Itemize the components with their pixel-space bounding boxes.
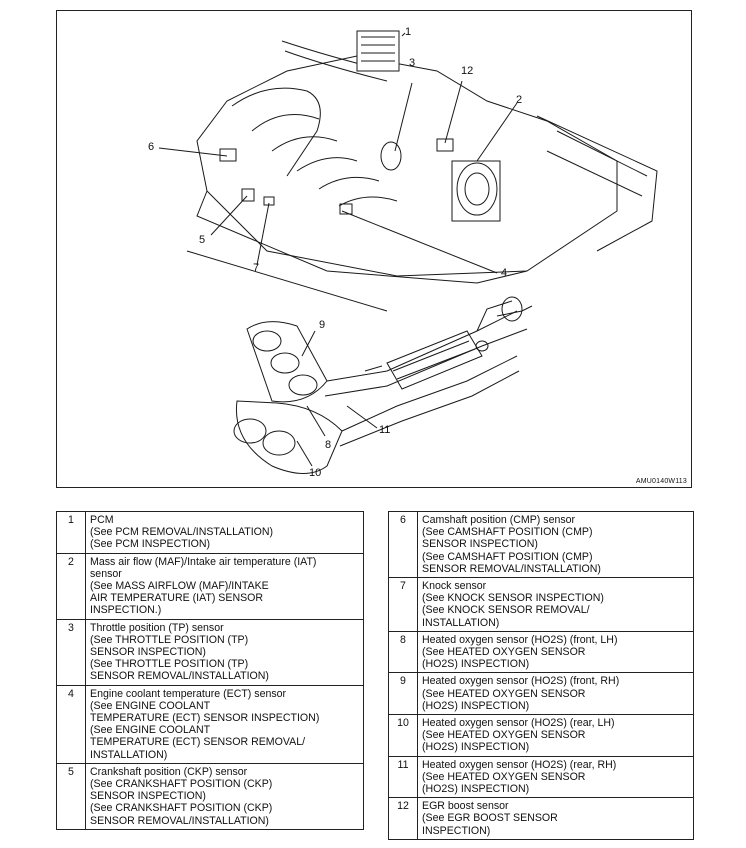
item-description: Mass air flow (MAF)/Intake air temperatu… xyxy=(85,552,364,620)
item-description: Knock sensor (See KNOCK SENSOR INSPECTIO… xyxy=(417,577,694,632)
callout-11: 11 xyxy=(379,424,391,436)
callout-1: 1 xyxy=(405,26,412,38)
legend-row: 7 Knock sensor (See KNOCK SENSOR INSPECT… xyxy=(388,577,694,632)
callout-12: 12 xyxy=(461,65,474,77)
item-number: 1 xyxy=(56,511,86,554)
callout-2: 2 xyxy=(516,94,523,106)
legend-row: 2 Mass air flow (MAF)/Intake air tempera… xyxy=(56,552,364,620)
legend-row: 6 Camshaft position (CMP) sensor (See CA… xyxy=(388,510,694,579)
engine-sensor-location-diagram: 1 2 3 4 5 6 7 8 9 10 11 12 AMU0140W113 xyxy=(56,10,692,488)
item-number: 3 xyxy=(56,618,86,686)
legend-row: 1 PCM (See PCM REMOVAL/INSTALLATION) (Se… xyxy=(56,511,364,554)
item-number: 2 xyxy=(56,552,86,620)
item-number: 8 xyxy=(388,630,418,674)
item-number: 12 xyxy=(388,797,418,840)
item-number: 10 xyxy=(388,714,418,757)
callout-4: 4 xyxy=(501,267,508,279)
item-description: Heated oxygen sensor (HO2S) (front, RH) … xyxy=(417,672,694,716)
item-number: 11 xyxy=(388,755,418,799)
callout-7: 7 xyxy=(253,262,260,274)
callout-6: 6 xyxy=(148,141,155,153)
item-description: Heated oxygen sensor (HO2S) (front, LH) … xyxy=(417,630,694,674)
item-description: PCM (See PCM REMOVAL/INSTALLATION) (See … xyxy=(85,511,364,554)
figure-code: AMU0140W113 xyxy=(635,478,687,485)
legend-row: 8 Heated oxygen sensor (HO2S) (front, LH… xyxy=(388,630,694,674)
engine-line-drawing xyxy=(158,30,658,474)
callout-8: 8 xyxy=(325,439,332,451)
item-number: 6 xyxy=(388,510,418,579)
item-description: Camshaft position (CMP) sensor (See CAMS… xyxy=(417,510,694,579)
legend-row: 11 Heated oxygen sensor (HO2S) (rear, RH… xyxy=(388,755,694,799)
callout-10: 10 xyxy=(309,467,322,479)
legend-row: 3 Throttle position (TP) sensor (See THR… xyxy=(56,618,364,686)
callout-9: 9 xyxy=(319,319,326,331)
legend-row: 5 Crankshaft position (CKP) sensor (See … xyxy=(56,762,364,830)
item-description: Throttle position (TP) sensor (See THROT… xyxy=(85,618,364,686)
legend-table-left: 1 PCM (See PCM REMOVAL/INSTALLATION) (Se… xyxy=(56,511,364,830)
item-number: 7 xyxy=(388,577,418,632)
item-number: 4 xyxy=(56,684,86,764)
legend-row: 12 EGR boost sensor (See EGR BOOST SENSO… xyxy=(388,797,694,840)
item-description: Engine coolant temperature (ECT) sensor … xyxy=(85,684,364,764)
legend-row: 10 Heated oxygen sensor (HO2S) (rear, LH… xyxy=(388,714,694,757)
item-number: 9 xyxy=(388,672,418,716)
item-number: 5 xyxy=(56,762,86,830)
callout-3: 3 xyxy=(409,57,416,69)
callout-5: 5 xyxy=(199,234,206,246)
legend-table-right: 6 Camshaft position (CMP) sensor (See CA… xyxy=(388,510,694,840)
legend-row: 4 Engine coolant temperature (ECT) senso… xyxy=(56,684,364,764)
legend-row: 9 Heated oxygen sensor (HO2S) (front, RH… xyxy=(388,672,694,716)
item-description: Heated oxygen sensor (HO2S) (rear, LH) (… xyxy=(417,714,694,757)
item-description: Crankshaft position (CKP) sensor (See CR… xyxy=(85,762,364,830)
item-description: EGR boost sensor (See EGR BOOST SENSOR I… xyxy=(417,797,694,840)
item-description: Heated oxygen sensor (HO2S) (rear, RH) (… xyxy=(417,755,694,799)
